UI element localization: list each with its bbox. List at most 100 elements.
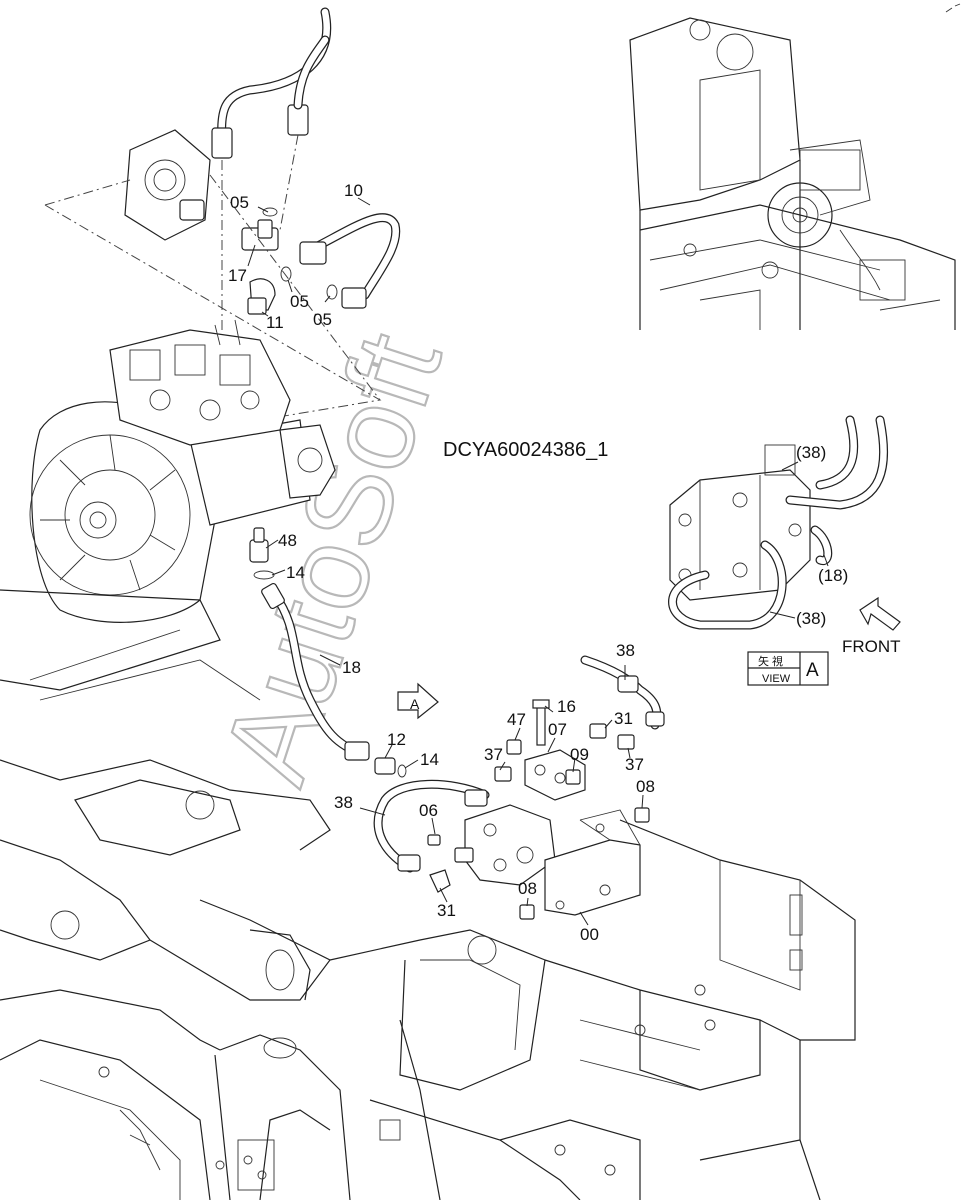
machine-frame [0, 589, 856, 1200]
diagram-stroke [209, 174, 381, 401]
diagram-stroke [257, 1170, 267, 1180]
diagram-stroke [271, 591, 369, 759]
callout-38-a: 38 [334, 793, 353, 812]
diagram-stroke [761, 261, 779, 279]
diagram-stroke [699, 69, 761, 191]
diagram-stroke [261, 582, 285, 610]
diagram-stroke [215, 1160, 225, 1170]
callout-08-a: 08 [636, 777, 655, 796]
diagram-stroke [263, 1037, 297, 1059]
diagram-stroke [79, 501, 117, 539]
diagram-stroke [689, 19, 711, 41]
diagram-stroke [397, 682, 439, 720]
diagram-stroke [668, 540, 787, 630]
diagram-stroke [89, 511, 107, 529]
diagram-stroke [839, 229, 881, 291]
diagram-stroke [792, 207, 808, 223]
diagram-stroke [859, 259, 906, 301]
diagram-stroke [261, 311, 269, 317]
diagram-stroke [781, 461, 799, 471]
diagram-stroke [341, 287, 367, 309]
diagram-stroke [0, 989, 221, 1051]
diagram-stroke [704, 1019, 716, 1031]
diagram-stroke [683, 243, 697, 257]
diagram-stroke [271, 569, 286, 576]
diagram-stroke [219, 354, 251, 386]
diagram-stroke [493, 858, 507, 872]
leader-lines [247, 197, 829, 926]
diagram-stroke [859, 596, 901, 631]
view-a-kanji: 矢 視 [758, 654, 783, 668]
pump-flange [44, 129, 382, 421]
diagram-stroke [399, 1019, 441, 1200]
callout-05-a: 05 [230, 193, 249, 212]
diagram-stroke [816, 416, 857, 489]
view-a-view-text: VIEW [762, 673, 791, 685]
diagram-stroke [249, 929, 311, 1001]
diagram-stroke [599, 884, 611, 896]
view-a-arrow-letter: A [410, 696, 420, 712]
diagram-stroke [64, 469, 156, 561]
diagram-stroke [499, 761, 506, 771]
front-arrow: FRONT [842, 596, 901, 656]
diagram-stroke [218, 8, 330, 144]
diagram-stroke [384, 744, 393, 759]
callout-14-a: 14 [286, 563, 305, 582]
diagram-stroke [329, 929, 546, 1091]
callout-48: 48 [278, 531, 297, 550]
diagram-stroke [604, 719, 613, 729]
diagram-stroke [732, 492, 748, 508]
diagram-stroke [716, 33, 754, 71]
diagram-stroke [420, 959, 521, 1051]
diagram-stroke [359, 807, 386, 816]
diagram-stroke [214, 319, 241, 346]
diagram-stroke [565, 769, 581, 785]
callout-05-b: 05 [290, 292, 309, 311]
diagram-stroke [404, 759, 419, 769]
diagram-stroke [237, 1139, 275, 1191]
diagram-stroke [397, 854, 421, 872]
diagram-stroke [464, 789, 488, 807]
diagram-stroke [221, 134, 299, 330]
view-a-letter: A [806, 660, 819, 681]
diagram-stroke [499, 1119, 641, 1200]
diagram-stroke [0, 759, 331, 851]
callout-38-paren-a: (38) [796, 443, 826, 462]
diagram-stroke [789, 139, 871, 216]
diagram-stroke [247, 297, 267, 315]
diagram-code: DCYA60024386_1 [443, 439, 608, 461]
diagram-stroke [429, 869, 451, 893]
diagram-stroke [50, 910, 80, 940]
diagram-stroke [297, 447, 323, 473]
callout-37-b: 37 [625, 755, 644, 774]
diagram-stroke [694, 984, 706, 996]
diagram-stroke [786, 416, 887, 509]
diagram-stroke [506, 739, 522, 755]
diagram-stroke [397, 764, 407, 778]
callout-31-a: 31 [614, 709, 633, 728]
diagram-stroke [639, 204, 956, 330]
diagram-stroke [579, 809, 641, 846]
diagram-stroke [645, 711, 665, 727]
diagram-stroke [732, 562, 748, 578]
diagram-stroke [109, 329, 291, 446]
main-pump [29, 319, 336, 623]
diagram-stroke [326, 284, 338, 300]
diagram-stroke [619, 819, 856, 1041]
diagram-stroke [555, 900, 565, 910]
diagram-stroke [379, 1119, 401, 1141]
diagram-stroke [144, 159, 186, 201]
diagram-stroke [374, 781, 489, 872]
callout-17: 17 [228, 266, 247, 285]
diagram-stroke [536, 704, 546, 746]
diagram-stroke [287, 279, 293, 293]
diagram-stroke [306, 214, 400, 299]
diagram-stroke [124, 129, 211, 241]
overview-inset [629, 17, 956, 330]
diagram-stroke [634, 1024, 646, 1036]
diagram-stroke [211, 127, 233, 159]
callout-47: 47 [507, 710, 526, 729]
diagram-stroke [788, 523, 802, 537]
mounting-bracket [519, 807, 650, 920]
